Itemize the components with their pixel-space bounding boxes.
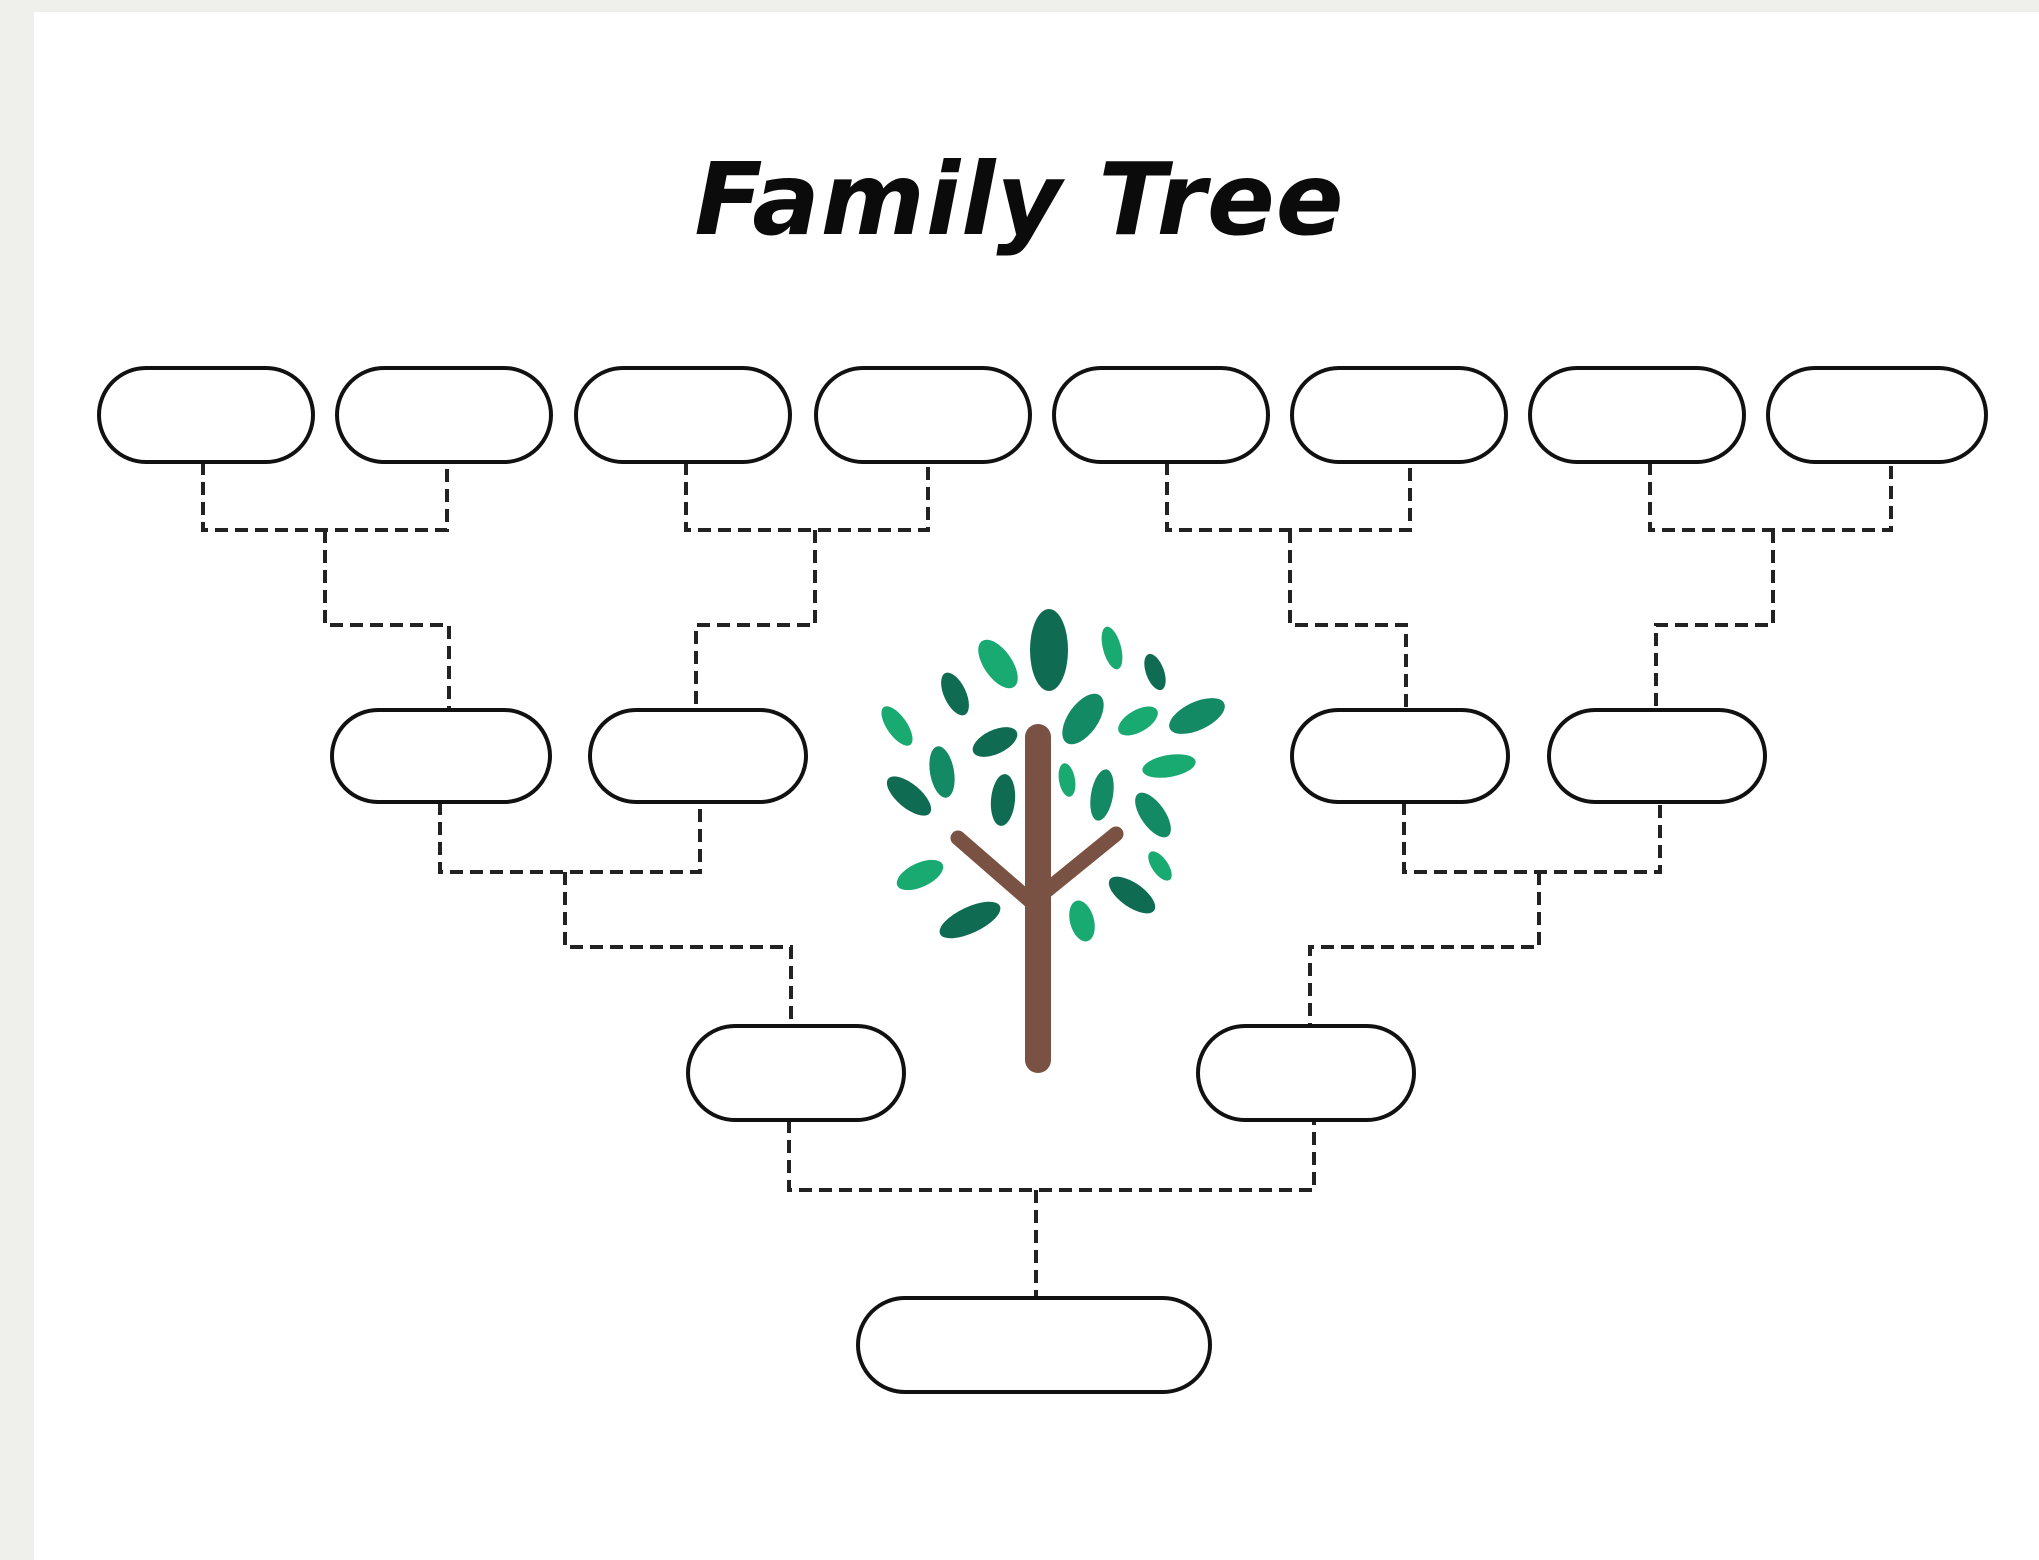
- leaf: [1135, 792, 1171, 838]
- leaf: [941, 672, 969, 716]
- leaves: [881, 609, 1225, 942]
- leaf: [1062, 693, 1104, 745]
- leaf: [1169, 698, 1225, 734]
- leaf: [1144, 653, 1166, 691]
- leaf: [972, 727, 1018, 757]
- leaf: [939, 901, 1001, 939]
- connector: [323, 530, 451, 710]
- name-box-parent-2[interactable]: [1196, 1024, 1416, 1122]
- connector: [787, 1120, 1316, 1192]
- page-title: Family Tree: [694, 141, 1345, 258]
- connector: [1308, 872, 1541, 1026]
- leaf: [886, 776, 932, 816]
- name-box-great-grandparent-6[interactable]: [1290, 366, 1508, 464]
- name-box-great-grandparent-7[interactable]: [1528, 366, 1746, 464]
- trunk: [950, 724, 1124, 1073]
- name-box-grandparent-2[interactable]: [588, 708, 808, 804]
- branch-right: [1033, 826, 1124, 903]
- branch-left: [950, 830, 1043, 913]
- name-box-self[interactable]: [856, 1296, 1212, 1394]
- leaf: [1090, 769, 1114, 821]
- name-box-great-grandparent-2[interactable]: [335, 366, 553, 464]
- connector: [201, 462, 449, 532]
- connector: [694, 530, 817, 710]
- connector: [1402, 802, 1662, 874]
- leaf: [1148, 851, 1172, 881]
- leaf: [978, 639, 1018, 689]
- name-box-great-grandparent-3[interactable]: [574, 366, 792, 464]
- connector: [1654, 530, 1775, 710]
- connector: [1288, 530, 1408, 710]
- connector: [563, 872, 793, 1026]
- name-box-grandparent-3[interactable]: [1290, 708, 1510, 804]
- leaf: [1069, 900, 1095, 942]
- name-boxes: [97, 366, 1988, 1394]
- tree-icon: [881, 609, 1225, 1073]
- name-box-grandparent-1[interactable]: [330, 708, 552, 804]
- leaf: [1058, 763, 1076, 797]
- connector: [1648, 462, 1893, 532]
- connector-lines: [201, 462, 1893, 1298]
- leaf: [1118, 706, 1158, 736]
- leaf: [881, 706, 913, 746]
- leaf: [896, 859, 944, 891]
- name-box-grandparent-4[interactable]: [1547, 708, 1767, 804]
- connector: [1165, 462, 1412, 532]
- leaf: [929, 746, 955, 798]
- leaf: [1108, 876, 1156, 914]
- leaf: [1101, 626, 1123, 670]
- name-box-great-grandparent-1[interactable]: [97, 366, 315, 464]
- name-box-great-grandparent-5[interactable]: [1052, 366, 1270, 464]
- connector: [684, 462, 930, 532]
- connector: [438, 802, 702, 874]
- name-box-great-grandparent-8[interactable]: [1766, 366, 1988, 464]
- leaf: [1142, 754, 1196, 778]
- leaf: [1030, 609, 1068, 691]
- name-box-parent-1[interactable]: [686, 1024, 906, 1122]
- leaf: [990, 774, 1016, 826]
- name-box-great-grandparent-4[interactable]: [814, 366, 1032, 464]
